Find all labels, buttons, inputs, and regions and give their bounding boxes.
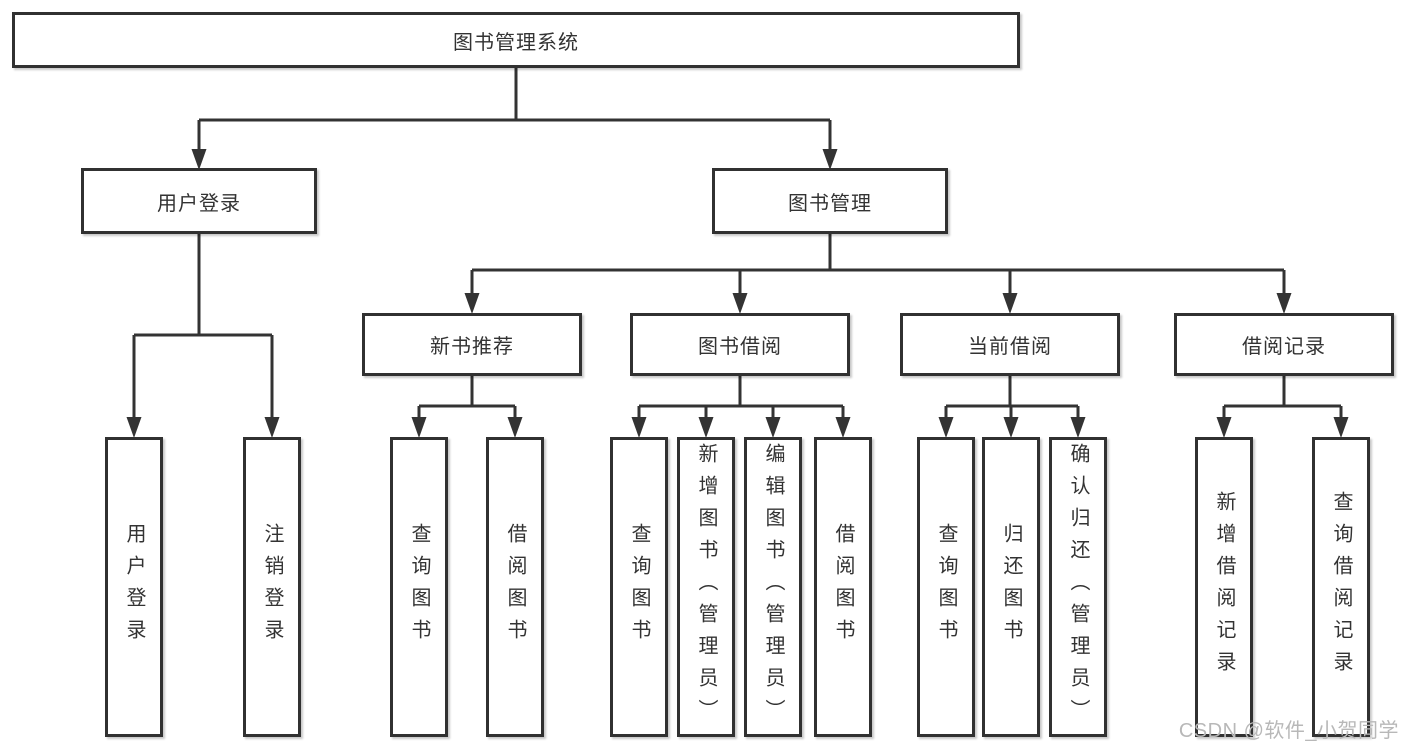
- arrowhead-icon: [732, 293, 748, 314]
- node-label: 查询图书: [408, 523, 430, 651]
- arrowhead-icon: [264, 417, 280, 438]
- arrowhead-icon: [1216, 417, 1232, 438]
- arrowhead-icon: [507, 417, 523, 438]
- leaf-newbook-query-books: 查询图书: [390, 437, 448, 737]
- node-label: 确认归还（管理员）: [1067, 443, 1089, 731]
- leaf-current-confirm-return-admin: 确认归还（管理员）: [1049, 437, 1107, 737]
- leaf-record-query-borrow-record: 查询借阅记录: [1312, 437, 1370, 737]
- arrowhead-icon: [1002, 293, 1018, 314]
- node-label: 借阅记录: [1242, 336, 1326, 358]
- node-label: 借阅图书: [832, 523, 854, 651]
- node-label: 查询图书: [935, 523, 957, 651]
- node-label: 编辑图书（管理员）: [762, 443, 784, 731]
- node-user-login: 用户登录: [81, 168, 317, 234]
- node-label: 图书管理系统: [453, 31, 579, 54]
- node-label: 新书推荐: [430, 336, 514, 358]
- arrowhead-icon: [191, 149, 207, 170]
- arrowhead-icon: [411, 417, 427, 438]
- node-label: 当前借阅: [968, 336, 1052, 358]
- leaf-borrow-borrow-books: 借阅图书: [814, 437, 872, 737]
- arrowhead-icon: [464, 293, 480, 314]
- node-label: 查询图书: [628, 523, 650, 651]
- arrowhead-icon: [631, 417, 647, 438]
- leaf-borrow-edit-book-admin: 编辑图书（管理员）: [744, 437, 802, 737]
- leaf-record-add-borrow-record: 新增借阅记录: [1195, 437, 1253, 737]
- node-current-borrowing: 当前借阅: [900, 313, 1120, 376]
- leaf-current-return-books: 归还图书: [982, 437, 1040, 737]
- node-label: 图书借阅: [698, 336, 782, 358]
- arrowhead-icon: [938, 417, 954, 438]
- arrowhead-icon: [1276, 293, 1292, 314]
- node-book-borrowing: 图书借阅: [630, 313, 850, 376]
- node-label: 新增图书（管理员）: [695, 443, 717, 731]
- arrowhead-icon: [126, 417, 142, 438]
- node-root: 图书管理系统: [12, 12, 1020, 68]
- node-label: 注销登录: [261, 523, 283, 651]
- leaf-borrow-add-book-admin: 新增图书（管理员）: [677, 437, 735, 737]
- csdn-watermark: CSDN @软件_小贺同学: [1178, 720, 1399, 742]
- leaf-logout: 注销登录: [243, 437, 301, 737]
- node-borrowing-records: 借阅记录: [1174, 313, 1394, 376]
- arrowhead-icon: [822, 149, 838, 170]
- leaf-current-query-books: 查询图书: [917, 437, 975, 737]
- arrowhead-icon: [698, 417, 714, 438]
- node-label: 借阅图书: [504, 523, 526, 651]
- leaf-newbook-borrow-books: 借阅图书: [486, 437, 544, 737]
- leaf-borrow-query-books: 查询图书: [610, 437, 668, 737]
- arrowhead-icon: [1333, 417, 1349, 438]
- node-label: 用户登录: [157, 192, 241, 215]
- node-new-book-recommendation: 新书推荐: [362, 313, 582, 376]
- node-label: 查询借阅记录: [1330, 491, 1352, 683]
- arrowhead-icon: [1070, 417, 1086, 438]
- node-label: 新增借阅记录: [1213, 491, 1235, 683]
- arrowhead-icon: [835, 417, 851, 438]
- node-label: 图书管理: [788, 192, 872, 215]
- node-book-management: 图书管理: [712, 168, 948, 234]
- leaf-user-login: 用户登录: [105, 437, 163, 737]
- arrowhead-icon: [1003, 417, 1019, 438]
- node-label: 用户登录: [123, 523, 145, 651]
- node-label: 归还图书: [1000, 523, 1022, 651]
- arrowhead-icon: [765, 417, 781, 438]
